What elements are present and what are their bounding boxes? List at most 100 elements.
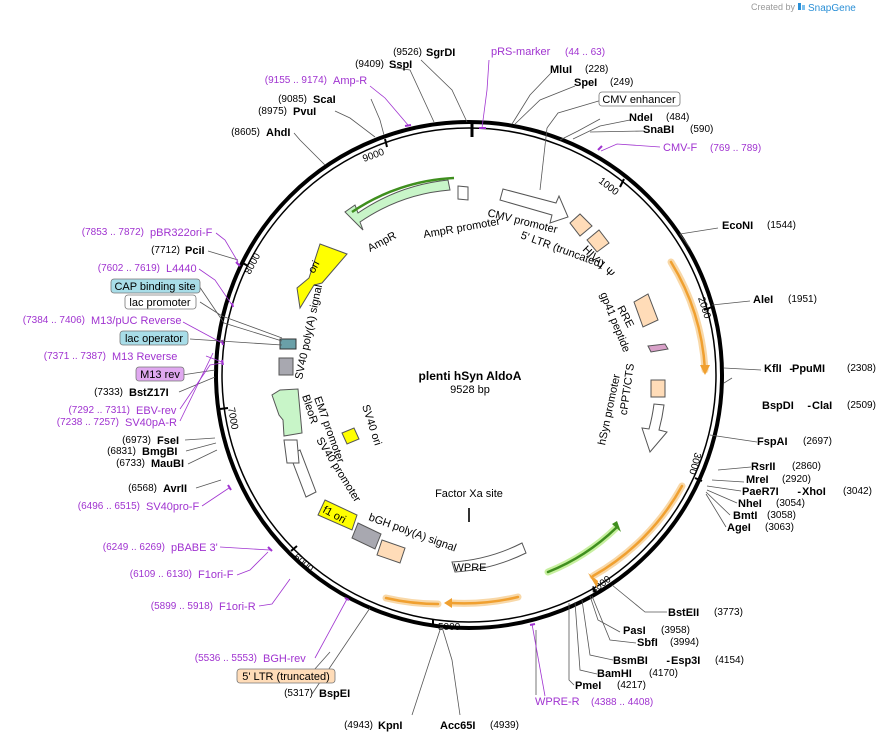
primer-cmv-f-pos: (769 .. 789) xyxy=(710,143,761,154)
site-pvui: PvuI xyxy=(293,106,316,118)
label-factor-xa: Factor Xa site xyxy=(435,488,503,500)
label-cap-binding-site: CAP binding site xyxy=(114,281,195,293)
primer-m13-puc-reverse-pos: (7384 .. 7406) xyxy=(23,315,85,326)
primer-l4440: L4440 xyxy=(166,263,197,275)
site-sspi: SspI xyxy=(389,59,412,71)
site-bsteii-pos: (3773) xyxy=(714,607,743,618)
site-bsmbi: BsmBI xyxy=(613,655,648,667)
site-fspai-pos: (2697) xyxy=(803,436,832,447)
connector-lines xyxy=(178,59,762,716)
site-sbfi: SbfI xyxy=(637,637,658,649)
site-clai: ClaI xyxy=(812,400,832,412)
bgh-polya-feature[interactable] xyxy=(376,539,406,564)
site-ahdi-pos: (8605) xyxy=(231,127,260,138)
site-rsrii: RsrII xyxy=(751,461,775,473)
primer-labels: pRS-marker (44 .. 63) Amp-R (9155 .. 917… xyxy=(23,46,761,708)
site-bmti-pos: (3058) xyxy=(767,510,796,521)
site-fsei: FseI xyxy=(157,435,179,447)
cppt-feature[interactable] xyxy=(650,379,666,398)
site-acc65i: Acc65I xyxy=(440,720,475,732)
site-maubi: MauBI xyxy=(151,458,184,470)
site-bspei: BspEI xyxy=(319,688,350,700)
ampr-promoter-feature[interactable] xyxy=(457,185,469,201)
primer-bgh-rev-pos: (5536 .. 5553) xyxy=(195,653,257,664)
boxed-labels: CMV enhancer CAP binding site lac promot… xyxy=(110,91,681,684)
site-bsmbi-pos: (4154) xyxy=(715,655,744,666)
site-nhei: NheI xyxy=(738,498,762,510)
primer-wpre-r: WPRE-R xyxy=(535,696,580,708)
site-fspai: FspAI xyxy=(757,436,788,448)
ltr5-feature[interactable] xyxy=(569,213,593,237)
primer-ebv-rev: EBV-rev xyxy=(136,405,177,417)
site-scai: ScaI xyxy=(313,94,336,106)
ampr-orf-arrow xyxy=(351,176,455,214)
backbone-outer-ring xyxy=(214,120,724,630)
label-cmv-enhancer: CMV enhancer xyxy=(602,94,676,106)
lac-operator-feature[interactable] xyxy=(279,338,297,350)
site-maubi-pos: (6733) xyxy=(116,458,145,469)
site-agei: AgeI xyxy=(727,522,751,534)
site-pcii: PciI xyxy=(185,245,205,257)
site-bspdi-pos: (2509) xyxy=(847,400,876,411)
wpre-feature[interactable] xyxy=(451,542,527,573)
site-kpni-pos: (4943) xyxy=(344,720,373,731)
ampr-feature[interactable] xyxy=(344,179,451,231)
plasmid-length: 9528 bp xyxy=(450,384,490,396)
label-sv40-ori: SV40 ori xyxy=(359,403,383,447)
site-xhoi: XhoI xyxy=(802,486,826,498)
label-wpre: WPRE xyxy=(454,562,487,574)
site-pmei: PmeI xyxy=(575,680,601,692)
label-ori: ori xyxy=(306,259,322,275)
enzyme-labels: SgrDI (9526) SspI (9409) ScaI (9085) Pvu… xyxy=(94,47,876,732)
site-bamhi: BamHI xyxy=(597,668,632,680)
primer-pbabe3-pos: (6249 .. 6269) xyxy=(103,542,165,553)
site-sgrdi: SgrDI xyxy=(426,47,455,59)
site-econi-pos: (1544) xyxy=(767,220,796,231)
enzyme-dashes: - - - - xyxy=(666,363,811,667)
sv40-polya-feature[interactable] xyxy=(278,357,294,376)
sv40-ori-feature[interactable] xyxy=(341,427,360,445)
f1-ori-feature[interactable] xyxy=(317,499,358,531)
site-pasi: PasI xyxy=(623,625,646,637)
site-bmgbi: BmgBI xyxy=(142,446,177,458)
site-bspdi: BspDI xyxy=(762,400,794,412)
hsyn-promoter-feature[interactable] xyxy=(641,403,668,453)
label-f1-ori: f1 ori xyxy=(321,504,348,526)
site-paer7i-pos: (3042) xyxy=(843,486,872,497)
gp41-feature[interactable] xyxy=(647,343,669,353)
primer-prs-marker: pRS-marker xyxy=(491,46,551,58)
label-lac-promoter: lac promoter xyxy=(129,297,190,309)
site-nhei-pos: (3054) xyxy=(776,498,805,509)
site-spei-pos: (249) xyxy=(610,77,633,88)
bleor-feature[interactable] xyxy=(271,388,303,437)
site-bsteii: BstEII xyxy=(668,607,699,619)
site-ndei: NdeI xyxy=(629,112,653,124)
site-mrei-pos: (2920) xyxy=(782,474,811,485)
hiv-psi-feature[interactable] xyxy=(586,229,610,253)
em7-promoter-feature[interactable] xyxy=(283,439,300,464)
svg-text:-: - xyxy=(666,655,670,667)
label-m13-rev: M13 rev xyxy=(140,369,180,381)
bgh-grey-feature[interactable] xyxy=(351,522,382,550)
site-rsrii-pos: (2860) xyxy=(792,461,821,472)
site-paer7i: PaeR7I xyxy=(742,486,779,498)
primer-wpre-r-pos: (4388 .. 4408) xyxy=(591,697,653,708)
plasmid-name: plenti hSyn AldoA xyxy=(419,369,522,383)
rre-feature[interactable] xyxy=(633,293,659,328)
primer-l4440-pos: (7602 .. 7619) xyxy=(98,263,160,274)
primer-bgh-rev: BGH-rev xyxy=(263,653,306,665)
site-econi: EcoNI xyxy=(722,220,753,232)
primer-cmv-f: CMV-F xyxy=(663,142,698,154)
cmv-promoter-feature[interactable] xyxy=(499,188,569,224)
ori-feature[interactable] xyxy=(296,243,348,310)
primer-prs-marker-pos: (44 .. 63) xyxy=(565,47,605,58)
site-kfli: KflI xyxy=(764,363,782,375)
site-bstz17i: BstZ17I xyxy=(129,387,169,399)
label-ampr-promoter: AmpR promoter xyxy=(422,216,501,241)
site-ndei-pos: (484) xyxy=(666,112,689,123)
site-ahdi: AhdI xyxy=(266,127,290,139)
primer-ebv-rev-pos: (7292 .. 7311) xyxy=(68,405,130,416)
site-spei: SpeI xyxy=(574,77,597,89)
site-bmgbi-pos: (6831) xyxy=(107,446,136,457)
